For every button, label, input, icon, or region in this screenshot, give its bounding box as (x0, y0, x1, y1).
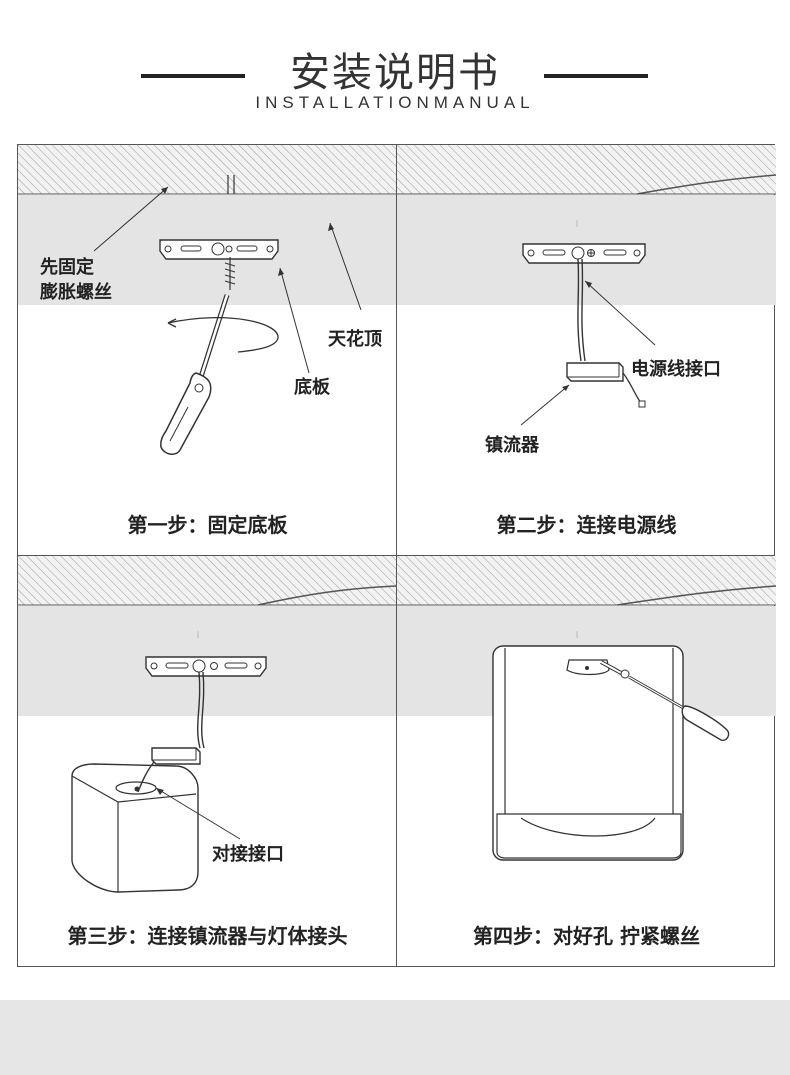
screwdriver-icon (160, 294, 230, 455)
step-3-panel: 对接接口 第三步：连接镇流器与灯体接头 (18, 556, 397, 967)
title-rule-right (544, 74, 648, 78)
label-ceiling: 天花顶 (328, 329, 382, 350)
screw-icon (224, 257, 236, 290)
base-plate-icon (159, 239, 279, 260)
lamp-body-icon (71, 763, 199, 893)
step-4-illustration (397, 556, 776, 861)
grid-divider-horizontal (18, 555, 774, 556)
header: 安装说明书 INSTALLATIONMANUAL (0, 0, 790, 145)
ceiling-hatch (18, 145, 397, 194)
page-subtitle: INSTALLATIONMANUAL (255, 93, 535, 112)
step-2-illustration (397, 145, 776, 426)
page-title: 安装说明书 (290, 50, 500, 96)
steps-grid: 先固定 膨胀螺丝 天花顶 底板 第一步：固定底板 (17, 144, 776, 967)
lamp-body-icon (492, 645, 684, 861)
base-plate-icon (522, 243, 646, 264)
label-ballast: 镇流器 (485, 435, 539, 456)
label-joint: 对接接口 (212, 844, 284, 865)
ballast-icon (151, 747, 201, 765)
step-3-illustration (18, 556, 397, 893)
step-2-panel: 电源线接口 镇流器 第二步：连接电源线 (397, 145, 776, 556)
label-power-port: 电源线接口 (631, 359, 721, 380)
step-1-panel: 先固定 膨胀螺丝 天花顶 底板 第一步：固定底板 (18, 145, 397, 556)
base-plate-icon (145, 656, 267, 677)
step-4-panel: 第四步：对好孔 拧紧螺丝 (397, 556, 776, 967)
step-4-caption: 第四步：对好孔 拧紧螺丝 (473, 924, 700, 948)
step-2-caption: 第二步：连接电源线 (496, 513, 677, 537)
step-3-caption: 第三步：连接镇流器与灯体接头 (67, 924, 348, 948)
label-anchor: 先固定 膨胀螺丝 (40, 257, 112, 303)
step-1-illustration (18, 145, 397, 455)
step-1-caption: 第一步：固定底板 (127, 513, 288, 537)
manual-sheet: 安装说明书 INSTALLATIONMANUAL (0, 0, 790, 1000)
label-base: 底板 (294, 377, 330, 398)
screwdriver-icon (600, 660, 730, 742)
title-rule-left (141, 74, 245, 78)
ballast-icon (566, 362, 624, 382)
